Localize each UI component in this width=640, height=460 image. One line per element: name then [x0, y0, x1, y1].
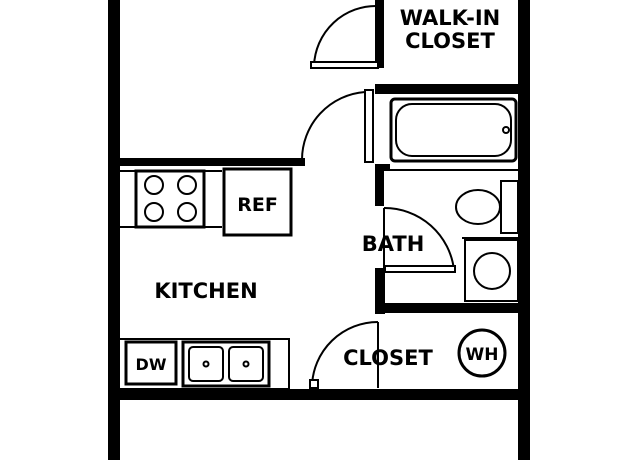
closet-bottom-wall [375, 84, 530, 94]
bath-mid-partition [375, 164, 390, 170]
walk-in-door-threshold [310, 61, 379, 69]
closet-label: CLOSET [343, 346, 433, 370]
kitchen-label: KITCHEN [154, 279, 257, 303]
kitchen-top-wall [108, 158, 305, 166]
divider-wall-top [375, 0, 384, 68]
sink-basin-left [188, 346, 224, 382]
bathtub [389, 97, 518, 163]
dishwasher-label: DW [136, 355, 167, 374]
walk-in-closet-label-line1: WALK-IN [400, 6, 500, 30]
hall-door-leaf [364, 89, 374, 163]
burner-3 [144, 202, 164, 222]
sink-drain-left [202, 360, 210, 368]
vanity [464, 239, 519, 302]
tub-drain [502, 126, 510, 134]
bath-label: BATH [362, 232, 425, 256]
water-heater [457, 328, 507, 378]
divider-wall-lower [375, 268, 385, 314]
refrigerator [222, 167, 293, 237]
bath-door-swing [383, 206, 455, 271]
left-exterior-wall [108, 0, 120, 460]
bath-sink [473, 252, 511, 290]
closet-door-threshold [309, 379, 319, 389]
divider-wall-middle [375, 164, 384, 206]
burner-1 [144, 175, 164, 195]
walk-in-closet-label-line2: CLOSET [405, 29, 495, 53]
sink-basin-right [228, 346, 264, 382]
water-heater-label: WH [466, 345, 499, 365]
right-exterior-wall [518, 0, 530, 460]
burner-2 [177, 175, 197, 195]
closet-door-swing [311, 321, 379, 387]
toilet-tank [500, 180, 519, 234]
kitchen-fixtures: REF DW [120, 167, 293, 390]
closet-bottom-wall-lower [108, 389, 530, 400]
bathtub-inner [395, 103, 512, 157]
toilet-bowl [455, 189, 501, 225]
sink-drain-right [242, 360, 250, 368]
kitchen-sink [181, 340, 271, 388]
bath-bottom-wall [375, 303, 530, 313]
hall-door-swing [300, 91, 366, 161]
bath-door-threshold [384, 265, 456, 273]
burner-4 [177, 202, 197, 222]
room-labels: WALK-IN CLOSET BATH KITCHEN CLOSET [154, 6, 500, 370]
dishwasher [124, 340, 178, 386]
walk-in-door-swing [313, 4, 379, 67]
refrigerator-label: REF [237, 194, 278, 216]
walls [108, 0, 530, 460]
doors [300, 4, 456, 389]
bath-fixtures [384, 97, 519, 302]
closet-fixtures: WH [457, 328, 507, 378]
